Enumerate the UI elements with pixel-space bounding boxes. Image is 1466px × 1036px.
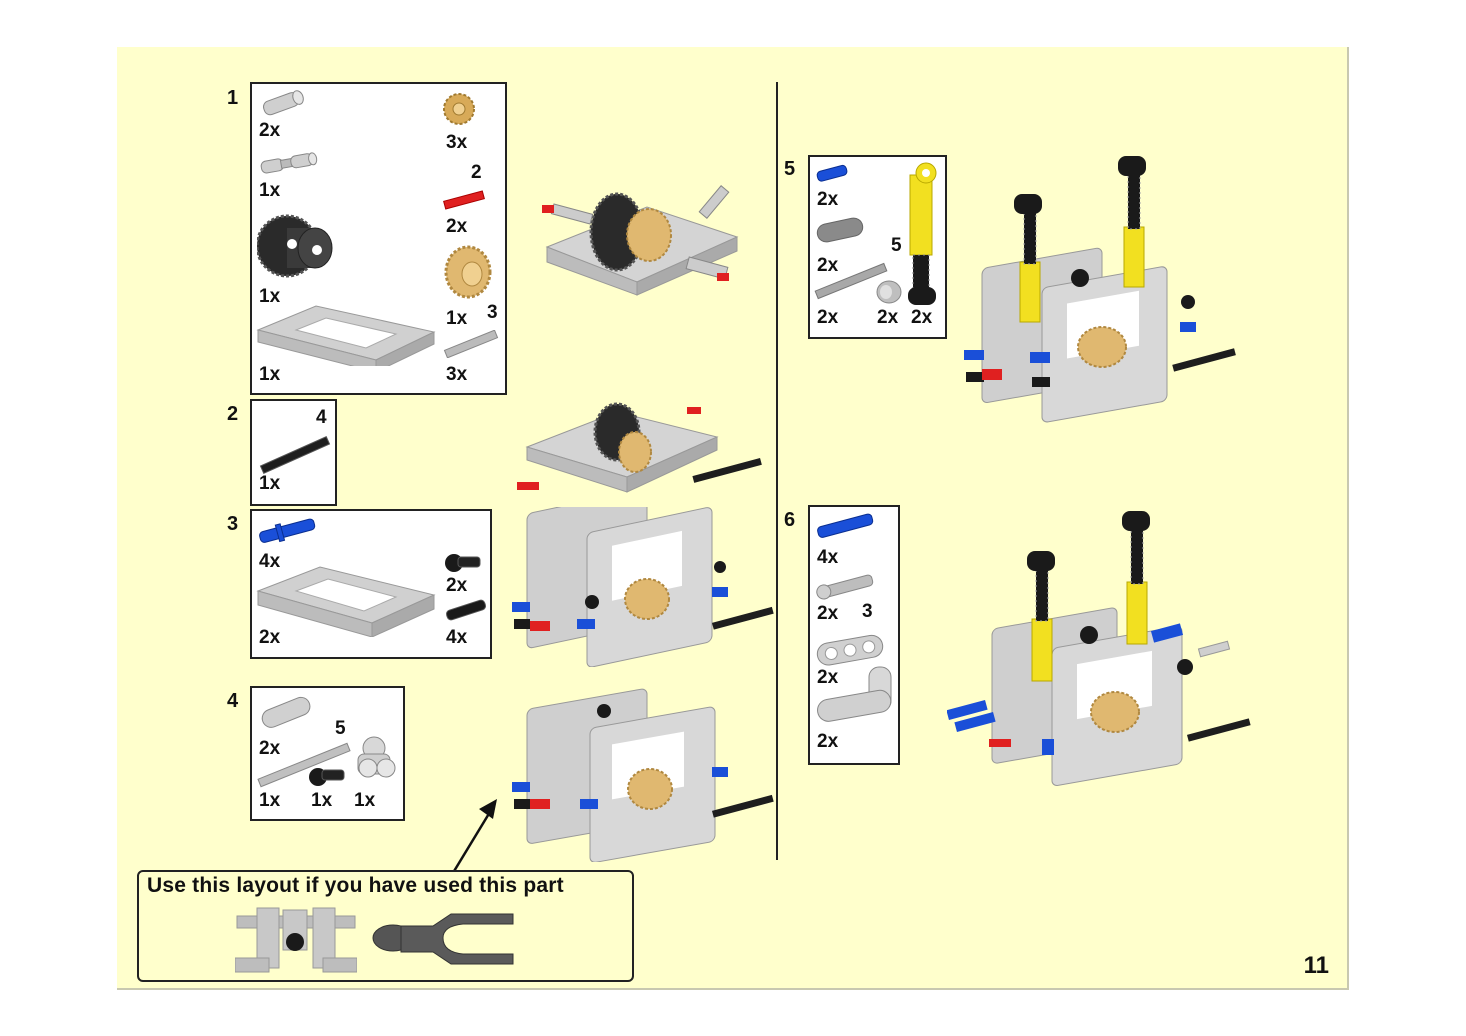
blue-long-pin-icon	[259, 518, 316, 543]
part-qty: 2x	[817, 667, 839, 688]
gray-axle-icon	[257, 742, 351, 788]
gear-icon	[443, 93, 475, 125]
part-qty: 1x	[354, 790, 376, 811]
part-qty: 2x	[259, 627, 281, 648]
axle-length: 5	[891, 235, 902, 256]
part-qty: 2x	[446, 575, 468, 596]
beam-3-icon	[816, 634, 884, 666]
pin-connector-double-icon	[357, 736, 396, 778]
parts-list-step-6: 4x 3 2x 2x 2x	[808, 505, 900, 765]
black-ball-pin-icon	[445, 554, 481, 572]
beam-l-shape-icon	[817, 666, 892, 722]
alternate-layout-callout: Use this layout if you have used this pa…	[137, 870, 634, 982]
gray-axle-pin-icon	[816, 574, 874, 600]
axle-connector-double-icon	[816, 217, 864, 243]
axle-length: 4	[316, 407, 327, 428]
gray-axle-icon	[814, 262, 888, 300]
part-qty: 1x	[259, 473, 281, 494]
page-number: 11	[1303, 952, 1329, 979]
steering-fork-icon	[372, 913, 514, 965]
parts-list-step-5: 2x 2x 5 2x 2x 2x	[808, 155, 947, 339]
universal-joint-icon	[260, 152, 318, 174]
step-number-2: 2	[227, 403, 239, 425]
frame-icon	[256, 566, 436, 637]
assembly-step-4-image	[512, 688, 774, 862]
parts-list-step-3: 4x 2x 2x 4x	[250, 509, 492, 659]
assembly-step-1-image	[542, 185, 739, 296]
step-number-5: 5	[784, 158, 796, 180]
part-qty: 3x	[446, 132, 468, 153]
gray-axle-icon	[443, 330, 499, 358]
parts-list-step-4: 2x 5 1x 1x 1x	[250, 686, 405, 821]
double-bevel-gear-icon	[444, 245, 492, 299]
axle-length: 3	[487, 302, 498, 323]
part-qty: 2x	[817, 307, 839, 328]
assembly-step-6-image	[947, 511, 1251, 787]
part-qty: 2x	[259, 738, 281, 759]
differential-icon	[257, 214, 333, 278]
step-number-4: 4	[227, 690, 239, 712]
part-qty: 2x	[817, 731, 839, 752]
axle-pin-connector-icon	[261, 696, 311, 728]
axle-length: 2	[471, 162, 482, 183]
step-number-3: 3	[227, 513, 239, 535]
pin-joiner-assembly-icon	[235, 907, 357, 973]
parts-list-step-1: 2x 1x 1x 1x 3x 2 2x 1x 3 3x	[250, 82, 507, 395]
step-number-1: 1	[227, 87, 239, 109]
parts-list-step-2: 4 1x	[250, 399, 337, 506]
part-qty: 2x	[817, 603, 839, 624]
part-qty: 2x	[817, 255, 839, 276]
axle-connector-icon	[263, 90, 304, 116]
part-qty: 1x	[446, 308, 468, 329]
blue-axle-pin-icon	[816, 164, 848, 182]
blue-long-pin-icon	[817, 513, 874, 538]
red-axle-icon	[443, 190, 485, 210]
part-qty: 4x	[259, 551, 281, 572]
part-qty: 1x	[259, 790, 281, 811]
part-qty: 2x	[259, 120, 281, 141]
bush-icon	[876, 280, 902, 304]
column-divider	[776, 82, 778, 860]
part-qty: 4x	[446, 627, 468, 648]
part-qty: 4x	[817, 547, 839, 568]
black-axle-icon	[259, 436, 331, 474]
instruction-page: 1 2x 1x 1x 1x 3x 2 2x 1x 3 3x 2 4 1x 3 4…	[117, 47, 1349, 990]
shock-absorber-icon	[908, 162, 937, 305]
axle-length: 5	[335, 718, 346, 739]
black-ball-pin-icon	[309, 768, 345, 786]
part-qty: 1x	[259, 180, 281, 201]
assembly-step-5-image	[964, 156, 1236, 423]
step-number-6: 6	[784, 509, 796, 531]
assembly-step-2-image	[517, 402, 762, 493]
frame-icon	[256, 305, 436, 366]
part-qty: 1x	[259, 286, 281, 307]
part-qty: 2x	[877, 307, 899, 328]
black-pin-icon	[445, 599, 487, 621]
part-qty: 2x	[817, 189, 839, 210]
part-qty: 2x	[911, 307, 933, 328]
part-qty: 1x	[311, 790, 333, 811]
assembly-step-3-image	[512, 507, 774, 667]
axle-length: 3	[862, 601, 873, 622]
part-qty: 3x	[446, 364, 468, 385]
part-qty: 1x	[259, 364, 281, 385]
callout-text: Use this layout if you have used this pa…	[147, 874, 564, 897]
part-qty: 2x	[446, 216, 468, 237]
